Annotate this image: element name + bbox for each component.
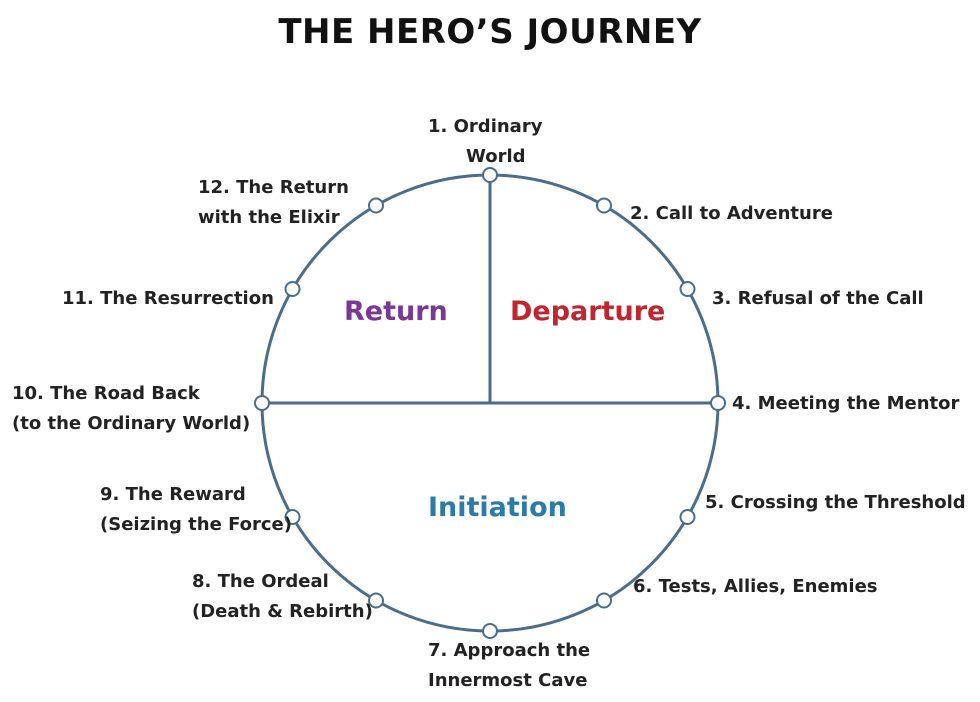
stage-label-2: 2. Call to Adventure (630, 203, 833, 224)
stage-label-8: 8. The Ordeal(Death & Rebirth) (192, 571, 373, 622)
section-departure: Departure (510, 296, 666, 327)
stage-label-4: 4. Meeting the Mentor (732, 393, 960, 414)
stage-label-11: 11. The Resurrection (62, 288, 274, 309)
stage-node-5 (679, 509, 696, 525)
stage-node-10 (254, 395, 270, 411)
stage-label-5: 5. Crossing the Threshold (705, 492, 966, 513)
section-initiation: Initiation (428, 492, 567, 523)
stage-node-12 (368, 197, 384, 214)
stage-node-3 (679, 281, 696, 297)
stage-node-6 (596, 592, 612, 609)
diagram-title: THE HERO’S JOURNEY (278, 12, 702, 52)
stage-node-9 (284, 509, 301, 525)
stage-label-3: 3. Refusal of the Call (712, 288, 924, 309)
stage-label-6: 6. Tests, Allies, Enemies (633, 576, 878, 597)
stage-node-11 (284, 281, 301, 297)
stage-label-9: 9. The Reward(Seizing the Force) (100, 484, 292, 535)
section-return: Return (344, 296, 448, 327)
stage-node-7 (482, 623, 498, 639)
stage-node-2 (596, 197, 612, 214)
stage-label-10: 10. The Road Back(to the Ordinary World) (12, 383, 251, 434)
stage-node-1 (482, 167, 498, 183)
stage-node-4 (710, 395, 726, 411)
stage-node-8 (368, 592, 384, 609)
